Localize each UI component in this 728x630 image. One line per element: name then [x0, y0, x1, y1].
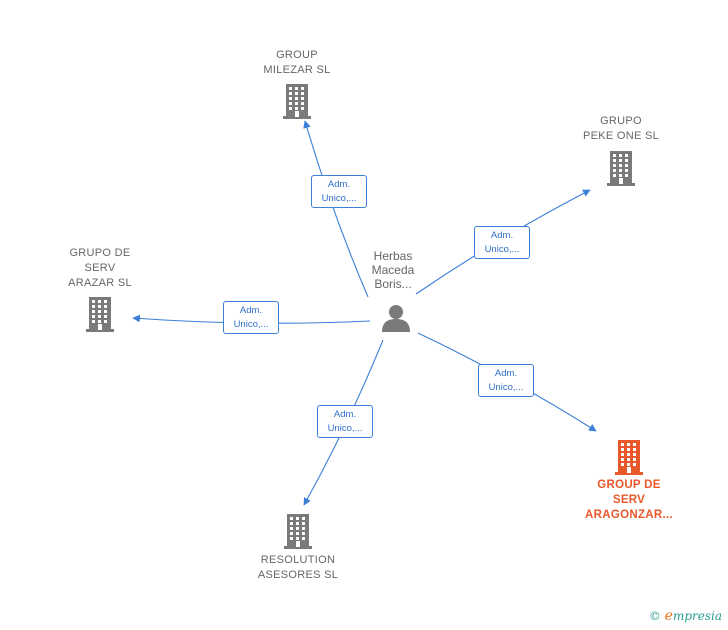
role-text-line: Unico,... [484, 244, 520, 255]
company-label-line: GROUP [276, 49, 318, 61]
company-node-arazar[interactable] [85, 296, 115, 337]
role-text-line: Adm. [239, 305, 263, 316]
brand-name: mpresia [672, 609, 722, 623]
role-badge-resolution[interactable]: Adm. Unico,... [317, 405, 373, 438]
building-icon [283, 84, 311, 119]
company-label-line: ARAGONZAR... [585, 509, 673, 521]
role-text-line: Unico,... [321, 193, 357, 204]
company-label-line: MILEZAR SL [263, 64, 331, 76]
company-label-line: ASESORES SL [257, 569, 339, 581]
building-icon [607, 151, 635, 186]
copyright-symbol: © [648, 609, 661, 623]
role-text-line: Adm. [490, 230, 514, 241]
company-label-arazar[interactable]: GRUPO DE SERV ARAZAR SL [40, 246, 160, 291]
company-label-line: SERV [612, 494, 646, 506]
company-label-aragonzar[interactable]: GROUP DE SERV ARAGONZAR... [569, 478, 689, 523]
company-node-aragonzar[interactable] [614, 439, 644, 480]
company-node-resolution[interactable] [283, 513, 313, 554]
company-label-line: SERV [84, 262, 116, 274]
company-label-line: GRUPO DE [69, 247, 131, 259]
brand-initial: e [664, 608, 673, 624]
company-label-line: GROUP DE [597, 479, 661, 491]
edge-milezar [303, 120, 369, 298]
role-text-line: Unico,... [233, 319, 269, 330]
role-badge-peke[interactable]: Adm. Unico,... [474, 226, 530, 259]
role-badge-milezar[interactable]: Adm. Unico,... [311, 175, 367, 208]
person-name-line: Herbas [373, 249, 413, 263]
company-label-line: GRUPO [600, 115, 642, 127]
role-text-line: Unico,... [327, 423, 363, 434]
company-label-line: RESOLUTION [260, 554, 336, 566]
building-icon [615, 440, 643, 475]
company-label-resolution[interactable]: RESOLUTION ASESORES SL [238, 553, 358, 583]
company-label-line: ARAZAR SL [68, 277, 132, 289]
building-icon [284, 514, 312, 549]
company-label-line: PEKE ONE SL [582, 130, 660, 142]
center-person-node[interactable] [381, 303, 411, 338]
building-icon [86, 297, 114, 332]
role-badge-arazar[interactable]: Adm. Unico,... [223, 301, 279, 334]
person-icon [382, 305, 410, 332]
company-node-milezar[interactable] [282, 83, 312, 124]
role-text-line: Unico,... [488, 382, 524, 393]
role-text-line: Adm. [494, 368, 518, 379]
brand-logo: © empresia [649, 608, 722, 624]
company-node-peke[interactable] [606, 150, 636, 191]
person-name-line: Boris... [374, 277, 412, 291]
role-text-line: Adm. [333, 409, 357, 420]
role-text-line: Adm. [327, 179, 351, 190]
role-badge-aragonzar[interactable]: Adm. Unico,... [478, 364, 534, 397]
company-label-milezar[interactable]: GROUP MILEZAR SL [237, 48, 357, 78]
person-name-line: Maceda [371, 263, 415, 277]
company-label-peke[interactable]: GRUPO PEKE ONE SL [561, 114, 681, 144]
